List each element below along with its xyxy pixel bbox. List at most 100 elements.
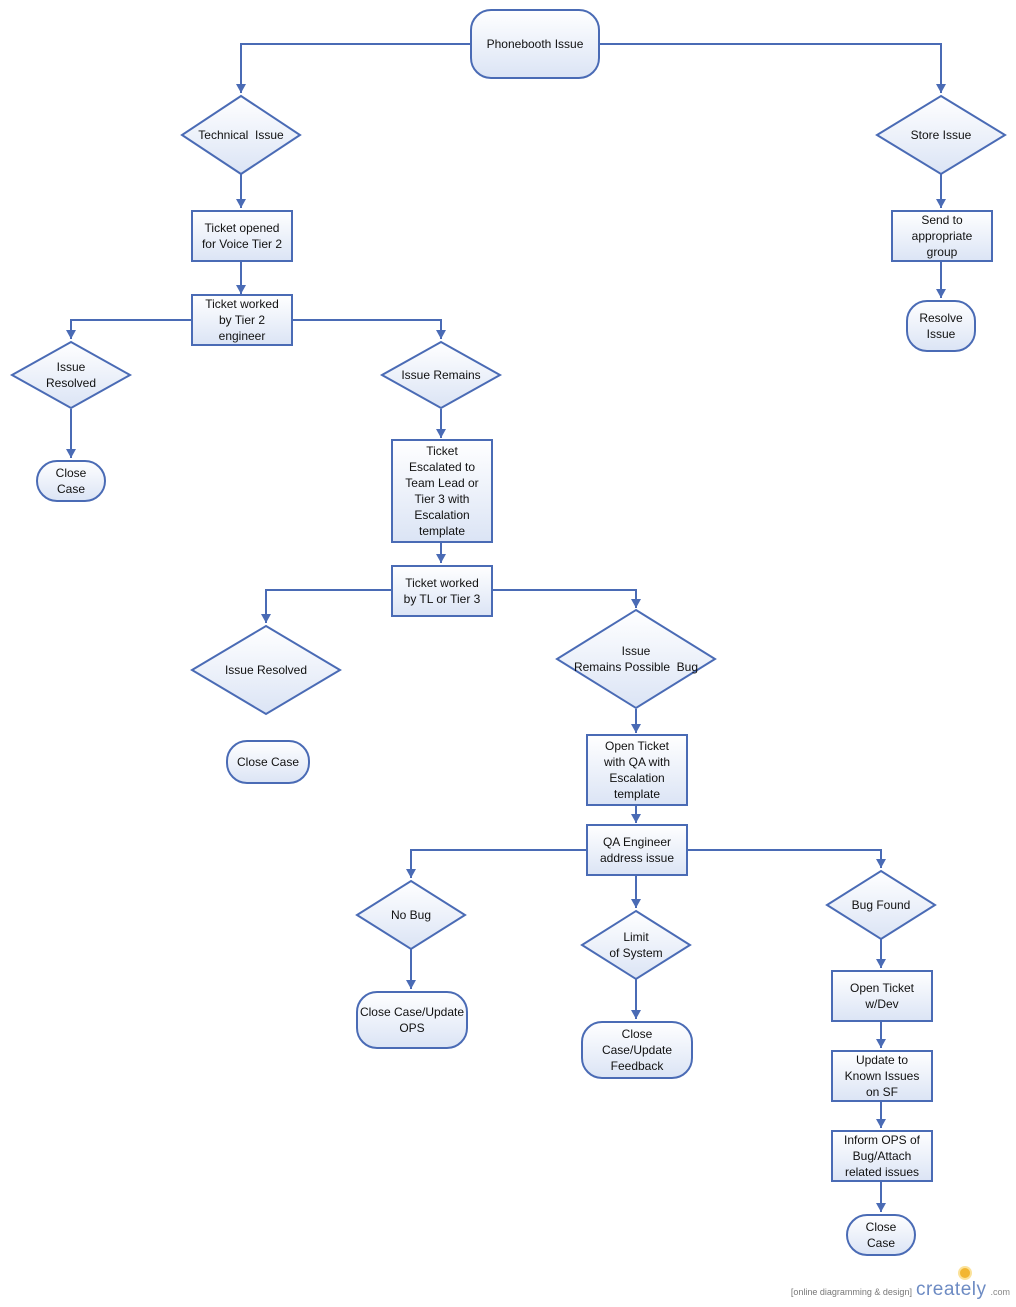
- connector-line-13: [492, 589, 637, 608]
- ticket-opened-rect-shape: [191, 210, 293, 262]
- connector-line-12: [265, 589, 392, 623]
- node-issue-remains[interactable]: Issue Remains: [379, 340, 503, 410]
- ticket-worked-tier2-rect-shape: [191, 294, 293, 346]
- arrowhead-20: [631, 1010, 641, 1019]
- close-case-1-pill-shape: [36, 460, 106, 502]
- phonebooth-issue-label: Phonebooth Issue: [487, 37, 584, 51]
- close-case-ops-pill-shape: [356, 991, 468, 1049]
- bug-found-diamond-shape: [825, 869, 937, 941]
- ticket-worked-tl-rect-shape: [391, 565, 493, 617]
- inform-ops-rect-shape: [831, 1130, 933, 1182]
- no-bug-label: No Bug: [391, 908, 431, 922]
- send-group-rect-shape: [891, 210, 993, 262]
- open-ticket-dev-rect-shape: [831, 970, 933, 1022]
- arrowhead-24: [876, 1203, 886, 1212]
- watermark-brand-text: creately: [915, 1279, 987, 1300]
- arrowhead-8: [436, 330, 446, 339]
- technical-issue-diamond-shape: [180, 94, 302, 176]
- arrowhead-6: [936, 289, 946, 298]
- issue-resolved-2-diamond-shape: [190, 624, 342, 716]
- arrowhead-15: [631, 814, 641, 823]
- connector-line-1: [240, 43, 471, 93]
- connector-line-16: [410, 849, 587, 878]
- arrowhead-5: [236, 285, 246, 294]
- issue-resolved-1-diamond-shape: [9, 340, 133, 410]
- sun-icon: [959, 1268, 970, 1278]
- arrowhead-4: [936, 199, 946, 208]
- arrowhead-7: [66, 330, 76, 339]
- arrowhead-18: [631, 899, 641, 908]
- arrowhead-16: [406, 869, 416, 878]
- arrowhead-17: [876, 859, 886, 868]
- arrowhead-11: [436, 554, 446, 563]
- close-case-2-label: Close Case: [237, 755, 299, 769]
- node-close-case-2[interactable]: Close Case: [226, 740, 310, 784]
- node-phonebooth-issue[interactable]: Phonebooth Issue: [470, 9, 600, 79]
- node-technical-issue[interactable]: Technical Issue: [180, 94, 302, 176]
- watermark-brand: creately: [915, 1268, 987, 1301]
- connector-line-17: [687, 849, 882, 868]
- arrowhead-19: [406, 980, 416, 989]
- node-issue-resolved-2[interactable]: Issue Resolved: [190, 624, 342, 716]
- watermark-suffix: .com: [990, 1287, 1010, 1297]
- node-store-issue[interactable]: Store Issue: [875, 94, 1007, 176]
- technical-issue-label: Technical Issue: [198, 128, 284, 142]
- connectors: [66, 43, 946, 1212]
- node-bug-found[interactable]: Bug Found: [825, 869, 937, 941]
- arrowhead-10: [436, 429, 446, 438]
- arrowhead-1: [236, 84, 246, 93]
- arrowhead-21: [876, 959, 886, 968]
- close-case-2-pill-shape: [226, 740, 310, 784]
- store-issue-label: Store Issue: [911, 128, 972, 142]
- issue-remains-diamond-shape: [379, 340, 503, 410]
- arrowhead-13: [631, 599, 641, 608]
- bug-found-label: Bug Found: [852, 898, 911, 912]
- update-known-rect-shape: [831, 1050, 933, 1102]
- resolve-issue-pill-shape: [906, 300, 976, 352]
- node-no-bug[interactable]: No Bug: [355, 879, 467, 951]
- arrowhead-14: [631, 724, 641, 733]
- arrowhead-23: [876, 1119, 886, 1128]
- open-ticket-qa-rect-shape: [586, 734, 688, 806]
- limit-system-diamond-shape: [580, 909, 692, 981]
- qa-engineer-rect-shape: [586, 824, 688, 876]
- arrowhead-12: [261, 614, 271, 623]
- watermark-tagline: [online diagramming & design]: [790, 1287, 912, 1297]
- connector-line-7: [70, 319, 192, 339]
- issue-remains-label: Issue Remains: [401, 368, 480, 382]
- connector-line-8: [292, 319, 442, 339]
- close-case-3-pill-shape: [846, 1214, 916, 1256]
- phonebooth-issue-pill-shape: [470, 9, 600, 79]
- creately-watermark: [online diagramming & design] creately .…: [790, 1268, 1010, 1301]
